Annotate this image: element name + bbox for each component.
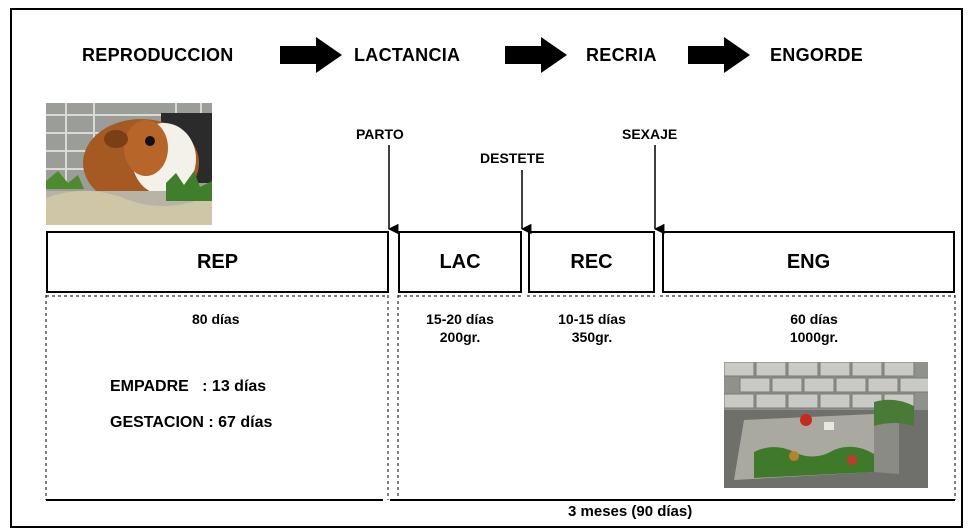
empadre-detail: EMPADRE : 13 días — [110, 378, 267, 395]
box-lac: LAC — [398, 231, 522, 293]
box-rec: REC — [528, 231, 655, 293]
fattening-pen-photo — [724, 362, 928, 488]
rec-duration: 10-15 días 350gr. — [540, 310, 644, 346]
rep-duration: 80 días — [192, 311, 240, 327]
stage-reproduccion: REPRODUCCION — [82, 45, 234, 65]
stage-recria: RECRIA — [586, 45, 657, 65]
lac-duration: 15-20 días 200gr. — [412, 310, 508, 346]
diagram-frame — [10, 8, 963, 528]
gestacion-detail: GESTACION : 67 días — [110, 414, 273, 431]
marker-sexaje: SEXAJE — [622, 126, 678, 142]
marker-destete: DESTETE — [480, 150, 545, 166]
rec-weight: 350gr. — [571, 329, 613, 345]
right-arrow-icon — [688, 37, 750, 73]
stage-lactancia: LACTANCIA — [354, 45, 461, 65]
box-eng: ENG — [662, 231, 955, 293]
lac-time: 15-20 días — [426, 311, 494, 327]
total-duration: 3 meses (90 días) — [568, 503, 693, 520]
box-rep: REP — [46, 231, 389, 293]
marker-parto: PARTO — [356, 126, 404, 142]
guinea-pig-photo — [46, 103, 212, 225]
eng-weight: 1000gr. — [789, 329, 839, 345]
rec-time: 10-15 días — [558, 311, 626, 327]
right-arrow-icon — [505, 37, 567, 73]
stage-engorde: ENGORDE — [770, 45, 864, 65]
lac-weight: 200gr. — [439, 329, 481, 345]
eng-time: 60 días — [790, 311, 838, 327]
right-arrow-icon — [280, 37, 342, 73]
eng-duration: 60 días 1000gr. — [766, 310, 862, 346]
